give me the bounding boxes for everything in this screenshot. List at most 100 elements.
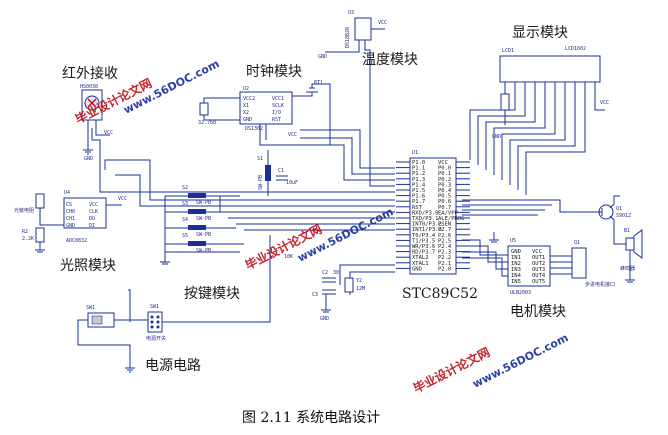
mcu-pin-left-8: P1.7: [412, 199, 425, 205]
mcu-pin-right-10: EA/VPP: [438, 210, 459, 216]
temp-ref: U3: [348, 10, 354, 16]
lcd-part: LCD1602: [565, 46, 586, 52]
rtc-pin-8: VCC1: [272, 96, 284, 102]
mcu-pin-left-15: T1/P3.5: [412, 238, 435, 244]
power-circuit: SW1 SW1 电源开关: [86, 304, 166, 373]
lcd-vcc: VCC: [600, 100, 609, 106]
switch-ref: SW1: [150, 304, 159, 310]
light-module: U4 ADC0832 CS CH0 CH1 GND VCC CLK DO DI …: [14, 190, 127, 253]
temp-part: DS18B20: [345, 27, 351, 48]
mcu-pin-left-9: RST: [412, 205, 423, 211]
key-s4-ref: S4: [182, 217, 188, 223]
watermarks: 毕业设计论文网 www.56DOC.com 毕业设计论文网 www.56DOC.…: [73, 57, 571, 396]
cap-value: 10uF: [286, 180, 298, 186]
xtal-ref: Y2: [356, 278, 362, 284]
driver-pin-out5: OUT5: [532, 279, 545, 285]
r2-value: 2.2K: [22, 236, 34, 242]
driver-pin-in2: IN2: [511, 261, 521, 267]
mcu-crystal: Y2 12M C2 30 C3 GND: [312, 270, 365, 322]
keys-module: S2 SW-PB S3 SW-PB S4 SW-PB S5 SW-PB S1 S…: [160, 150, 298, 265]
label-light-module: 光照模块: [60, 258, 116, 274]
mcu-pin-right-4: P0.2: [438, 177, 451, 183]
key-s5-ref: S5: [182, 233, 188, 239]
key-s3-ref: S3: [182, 201, 188, 207]
temp-vcc: VCC: [378, 20, 387, 26]
label-motor-module: 电机模块: [510, 304, 566, 320]
motor-module: U5 ULN2003 GND IN1 IN2 IN3 IN4 IN5 VCC O…: [489, 232, 615, 296]
xtal-value: 12M: [356, 286, 365, 292]
mcu-pin-right-1: VCC: [438, 160, 448, 166]
ir-vcc-label: VCC: [104, 130, 113, 136]
adc-pin-3: CH1: [66, 216, 75, 222]
mcu-pin-left-6: P1.5: [412, 188, 425, 194]
label-mcu: STC89C52: [402, 286, 478, 302]
mcu-pin-left-1: P1.0: [412, 160, 425, 166]
key-s2-label: SW-PB: [196, 200, 211, 206]
photoresistor-label: 光敏电阻: [14, 207, 34, 214]
driver-pin-in1: IN1: [511, 255, 521, 261]
motor-port-ref: Q1: [574, 240, 580, 246]
rtc-pin-1: VCC2: [243, 96, 255, 102]
rtc-pin-2: X1: [243, 103, 249, 109]
key-s5-label: SW-PB: [196, 248, 211, 254]
motor-port-label: 步进电机接口: [585, 281, 615, 288]
rtc-part: DS1302: [245, 126, 263, 132]
mcu-pin-left-14: T0/P3.4: [412, 233, 436, 239]
rtc-pin-6: I/O: [272, 110, 281, 116]
mcu-pin-left-12: INT0/P3.2: [412, 222, 442, 228]
label-keys-module: 按键模块: [184, 286, 240, 302]
label-ir-module: 红外接收: [62, 65, 118, 82]
mcu-pin-left-17: RD/P3.7: [412, 250, 435, 256]
c2-ref: C2: [322, 270, 328, 276]
mcu-pin-left-4: P1.3: [412, 177, 425, 183]
buzzer-label: 蜂鸣器: [620, 265, 635, 272]
driver-pin-gnd: GND: [511, 249, 521, 255]
temp-gnd: GND: [318, 54, 327, 60]
driver-pin-in3: IN3: [511, 267, 521, 273]
temperature-module: U3 DS18B20 GND VCC: [318, 10, 387, 60]
mcu-pin-right-16: P2.4: [438, 244, 452, 250]
adc-part: ADC0832: [66, 238, 87, 244]
mcu-pin-right-11: ALE/PROG: [438, 216, 465, 222]
mcu-pin-right-14: P2.6: [438, 233, 451, 239]
rtc-pin-3: X2: [243, 110, 249, 116]
figure-caption: 图 2.11 系统电路设计: [242, 410, 380, 426]
adc-pin-5: DI: [89, 223, 95, 229]
mcu-pin-left-13: INT1/P3.3: [412, 227, 442, 233]
mcu-pin-right-5: P0.3: [438, 182, 451, 188]
power-jack-ref: SW1: [86, 305, 95, 311]
xtal-gnd: GND: [320, 316, 329, 322]
driver-ref: U5: [510, 238, 516, 244]
ir-part-label: HS0038: [80, 84, 98, 90]
driver-part: ULN2003: [510, 290, 531, 296]
rtc-vcc: VCC: [288, 132, 297, 138]
adc-pin-1: CS: [66, 202, 72, 208]
mcu-pin-left-5: P1.4: [412, 182, 426, 188]
buzzer-ref: B1: [624, 228, 630, 234]
mcu-pin-right-8: P0.6: [438, 199, 451, 205]
adc-pin-2: CH0: [66, 209, 75, 215]
transistor-ref: Q1: [616, 206, 622, 212]
r2-ref: R2: [22, 229, 28, 235]
adc-vcc: VCC: [118, 196, 127, 202]
driver-pin-out1: OUT1: [532, 255, 545, 261]
key-s3-label: SW-PB: [196, 216, 211, 222]
transistor-value: S9012: [616, 213, 631, 219]
display-module: LCD1602 LCD1 GND VCC: [492, 46, 609, 140]
wiring: [77, 40, 600, 368]
adc-pin-7: CLK: [89, 209, 98, 215]
rtc-crystal: 32.768: [198, 120, 216, 126]
c3-ref: C3: [312, 292, 318, 298]
mcu-pin-right-12: PSEN: [438, 222, 451, 228]
driver-pin-out4: OUT4: [532, 273, 546, 279]
mcu-pin-right-7: P0.5: [438, 194, 451, 200]
rtc-pin-4: GND: [243, 117, 252, 123]
mcu-pin-left-18: XTAL2: [412, 255, 429, 261]
mcu-ref: U1: [412, 150, 418, 156]
mcu-pin-left-16: WR/P3.6: [412, 244, 435, 250]
mcu-pin-left-3: P1.2: [412, 171, 425, 177]
adc-pin-8: VCC: [89, 202, 98, 208]
cap-ref: C1: [278, 168, 284, 174]
